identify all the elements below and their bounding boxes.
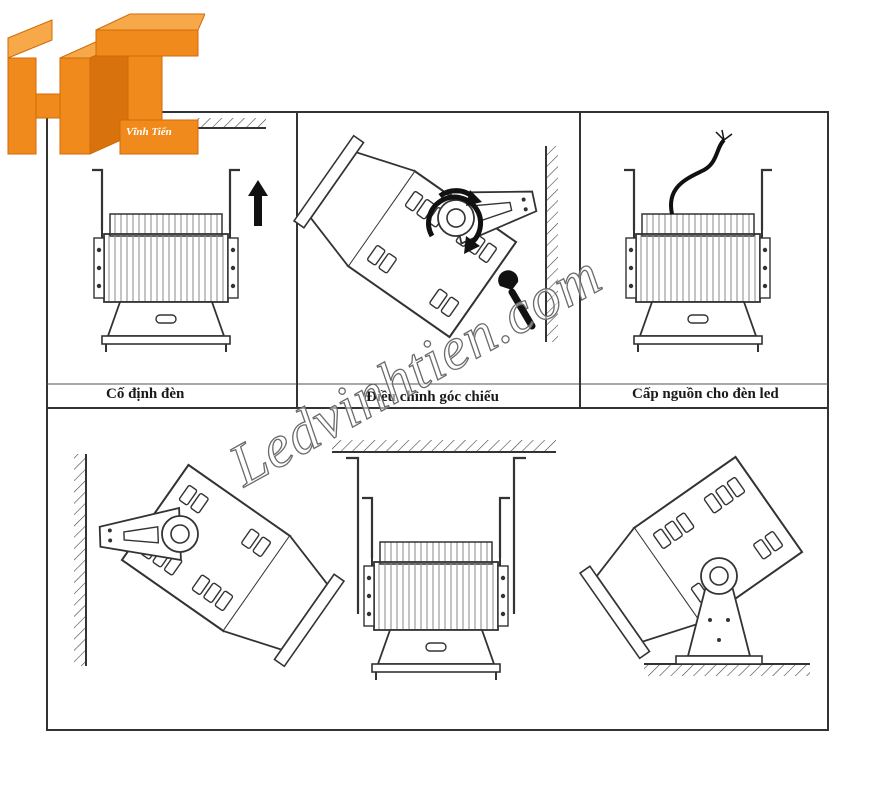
panel-fix-lamp [90,118,268,354]
panel-wall-mount [74,454,349,673]
caption-power-supply: Cấp nguồn cho đèn led [632,386,779,402]
power-cable [669,138,726,215]
logo-subtitle: Vĩnh Tiến [126,126,172,138]
wrench-icon [498,270,536,330]
panel-adjust-angle [289,129,558,342]
panel-ceiling-mount [332,440,556,682]
rotate-arrows-icon [426,188,484,254]
panel-floor-mount [575,455,810,676]
caption-fix-lamp: Cố định đèn [106,386,185,402]
brand-logo: HT [7,13,205,155]
panel-power-supply [622,129,774,354]
diagram-frame [46,111,829,731]
up-arrow-icon [248,180,268,226]
caption-adjust-angle: Điều chỉnh góc chiếu [366,389,499,405]
